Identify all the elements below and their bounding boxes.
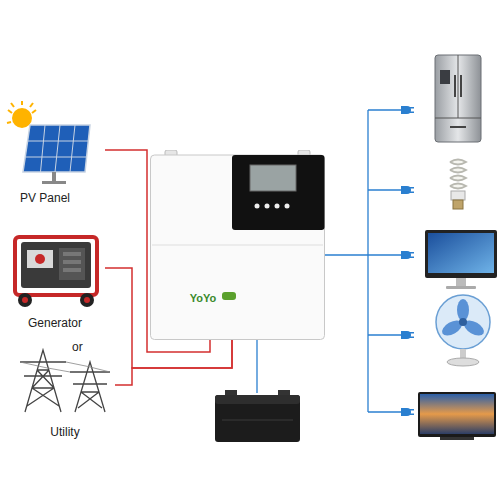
inverter-unit: YoYo [150,150,325,340]
plug-symbols [401,106,414,416]
label-holder: Utility [10,422,120,440]
node-icon [5,95,105,187]
node-icon [10,348,115,416]
utility-source: Utility [10,348,115,440]
label-holder: YoYo [186,288,220,306]
source-label: Utility [50,425,79,439]
source-label: PV Panel [20,191,70,205]
label-holder: Generator [5,313,105,331]
connector-word: or [72,340,83,354]
node-icon [150,150,325,340]
source-label: Generator [28,316,82,330]
power-input-wire [115,340,232,385]
fan-icon [436,295,490,366]
generator-source: Generator [5,222,105,330]
tv-icon [418,392,496,440]
label-holder: PV Panel [5,188,85,206]
label-holder: or [72,337,83,355]
monitor-icon [425,230,497,289]
node-icon [5,222,105,312]
pv-panel-source: PV Panel [5,95,105,205]
brand-logo: YoYo [190,292,216,304]
battery-icon [215,390,300,442]
bulb-icon [450,160,466,210]
fridge-icon [435,55,481,142]
